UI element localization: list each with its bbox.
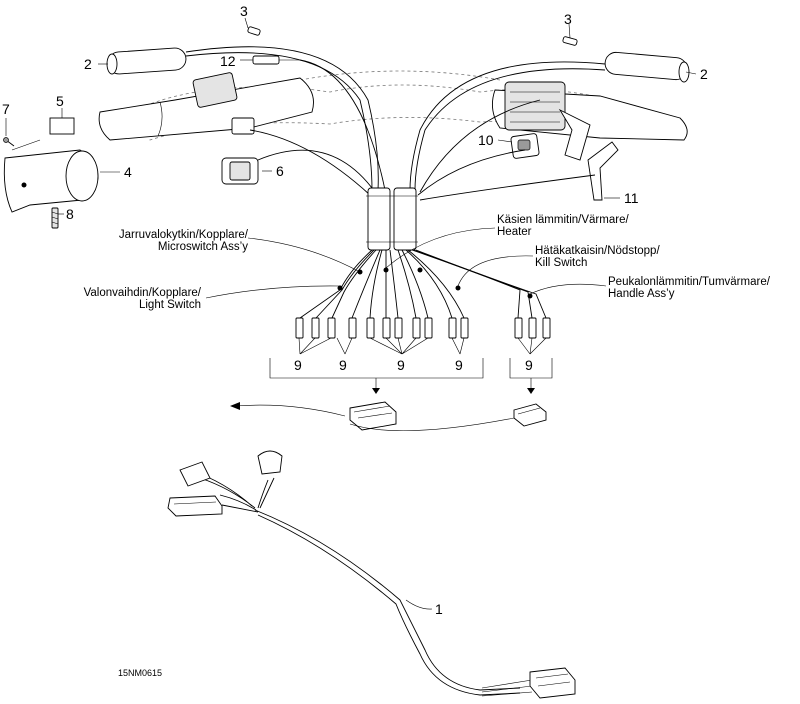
switch-10 [510,133,540,159]
drawing-code: 15NM0615 [118,668,162,678]
heater-pin-left [247,26,261,36]
throttle-housing [504,81,566,131]
set-screw [51,207,59,229]
kill-switch-label-1: Hätäkatkaisin/Nödstopp/ [535,245,660,257]
brake-switch-label-1: Jarruvalokytkin/Kopplare/ [119,229,249,241]
callout-12: 12 [220,53,236,69]
left-housing [3,139,99,213]
light-switch-label-2: Light Switch [139,299,201,311]
grip-left [106,47,187,75]
callout-3-right: 3 [564,11,572,27]
connector-housing-large [349,401,397,431]
left-grip-assembly [98,72,314,141]
label-leaders [205,227,607,299]
callout-8: 8 [66,206,74,222]
callout-numbers: 2 2 3 3 12 4 5 6 7 8 10 11 9 9 9 9 9 1 [2,3,708,617]
handlebar [139,70,661,141]
grouping-brackets [269,358,553,394]
callout-10: 10 [478,132,494,148]
callout-leaders [5,17,697,610]
callout-11: 11 [624,190,639,206]
callout-3-left: 3 [240,3,248,19]
callout-2-left: 2 [84,56,92,72]
lower-wires [299,249,547,319]
callout-9c: 9 [397,357,405,373]
handle-heater-label-2: Handle Ass’y [608,288,675,300]
connector-12 [252,55,300,65]
brake-switch-label-2: Microswitch Ass’y [158,241,248,253]
callout-9b: 9 [339,357,347,373]
bracket-11 [587,141,619,201]
connector-angled [179,461,211,487]
callout-9e: 9 [525,357,533,373]
heater-label-2: Heater [497,226,532,238]
callout-9d: 9 [455,357,463,373]
connector-multi [167,495,223,517]
handle-heater-label-1: Peukalonlämmitin/Tumvärmare/ [608,276,771,288]
terminal-leaders [298,337,547,355]
light-switch-label-1: Valonvaihdin/Kopplare/ [84,287,202,299]
grip-right [604,51,690,83]
description-labels: Jarruvalokytkin/Kopplare/ Microswitch As… [84,214,771,311]
right-grip-assembly [491,81,688,161]
callout-7: 7 [2,101,10,117]
switch-6 [221,157,259,185]
heater-pin-right [562,36,578,46]
terminals [295,317,551,339]
callout-2-right: 2 [700,66,708,82]
callout-6: 6 [276,163,284,179]
brake-switch-block [231,117,255,135]
connector-housing-small [513,403,547,427]
assembly-arrows [230,402,515,431]
decal [49,117,75,135]
kill-switch-label-2: Kill Switch [535,257,587,269]
upper-wires [185,46,606,201]
callout-4: 4 [124,164,132,180]
connector-round [257,450,283,475]
callout-9a: 9 [294,357,302,373]
harness-bundle [366,187,418,251]
heater-label-1: Käsien lämmitin/Värmare/ [497,214,629,226]
callout-5: 5 [56,93,64,109]
throttle-lever [558,108,591,161]
main-harness [167,450,576,699]
connector-end [529,667,576,699]
left-switch-housing [192,72,238,108]
callout-1: 1 [435,601,443,617]
